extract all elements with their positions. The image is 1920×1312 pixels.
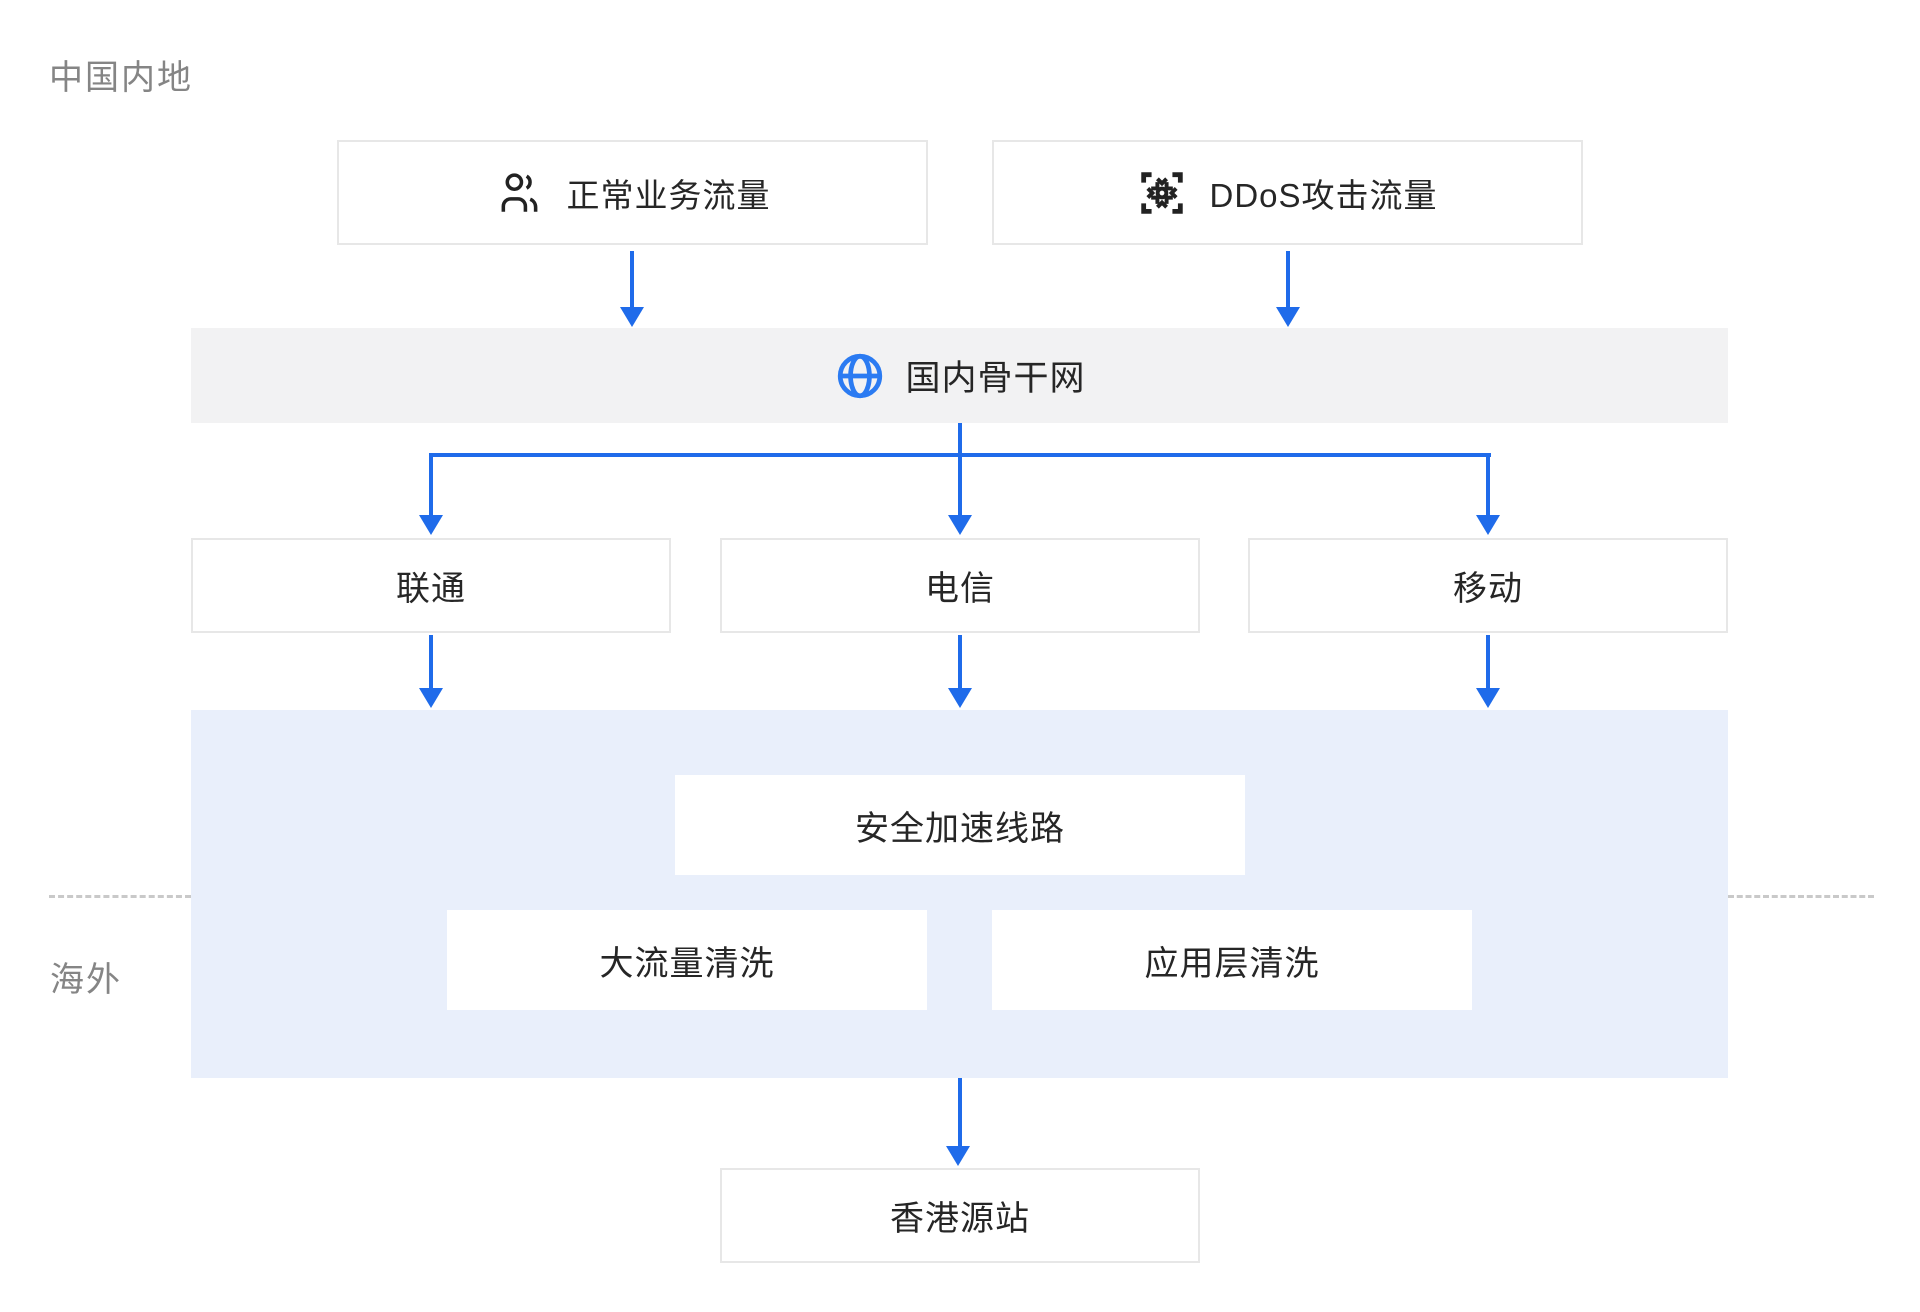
flow-arrow-head [1476, 688, 1500, 708]
flow-arrow-stem [630, 251, 634, 307]
ddos-traffic-label: DDoS攻击流量 [1209, 176, 1438, 214]
flow-arrow-head [1276, 307, 1300, 327]
flow-arrow-head [948, 515, 972, 535]
flow-arrow-head [948, 688, 972, 708]
region-label-overseas: 海外 [50, 961, 122, 999]
flow-arrow-head [419, 515, 443, 535]
isp-box-mobile: 移动 [1248, 538, 1728, 633]
flow-arrow-stem [429, 455, 433, 515]
flow-arrow-stem [1486, 635, 1490, 688]
isp-mobile-label: 移动 [1453, 570, 1523, 608]
flow-arrow-stem [1286, 251, 1290, 307]
acceleration-line-box: 安全加速线路 [675, 775, 1245, 875]
flow-arrow-head [419, 688, 443, 708]
secure-acceleration-zone [191, 710, 1728, 1078]
normal-traffic-box: 正常业务流量 [337, 140, 928, 245]
flow-arrow-head [620, 307, 644, 327]
flow-arrow-stem [958, 455, 962, 515]
ddos-attack-icon [1141, 171, 1184, 214]
backbone-network-bar: 国内骨干网 [191, 328, 1728, 423]
isp-telecom-label: 电信 [925, 570, 995, 608]
connector-stem [958, 423, 962, 455]
region-label-mainland: 中国内地 [49, 59, 193, 97]
acceleration-line-label: 安全加速线路 [855, 809, 1065, 848]
origin-label: 香港源站 [890, 1200, 1030, 1238]
normal-traffic-label: 正常业务流量 [566, 176, 771, 214]
flow-arrow-stem [1486, 455, 1490, 515]
flow-arrow-stem [429, 635, 433, 688]
isp-box-telecom: 电信 [720, 538, 1200, 633]
region-divider-right [1728, 895, 1874, 898]
flow-arrow-stem [958, 1078, 962, 1146]
volume-cleaning-label: 大流量清洗 [599, 944, 775, 983]
origin-box-hongkong: 香港源站 [720, 1168, 1200, 1263]
flow-arrow-head [1476, 515, 1500, 535]
isp-unicom-label: 联通 [396, 570, 466, 608]
ddos-traffic-box: DDoS攻击流量 [992, 140, 1583, 245]
flow-arrow-stem [958, 635, 962, 688]
globe-icon [838, 353, 883, 398]
flow-arrow-head [946, 1146, 970, 1166]
volume-cleaning-box: 大流量清洗 [447, 910, 927, 1010]
app-layer-cleaning-label: 应用层清洗 [1144, 944, 1320, 983]
backbone-network-label: 国内骨干网 [905, 359, 1086, 398]
isp-box-unicom: 联通 [191, 538, 671, 633]
region-divider-left [49, 895, 191, 898]
users-icon [501, 172, 537, 212]
app-layer-cleaning-box: 应用层清洗 [992, 910, 1472, 1010]
